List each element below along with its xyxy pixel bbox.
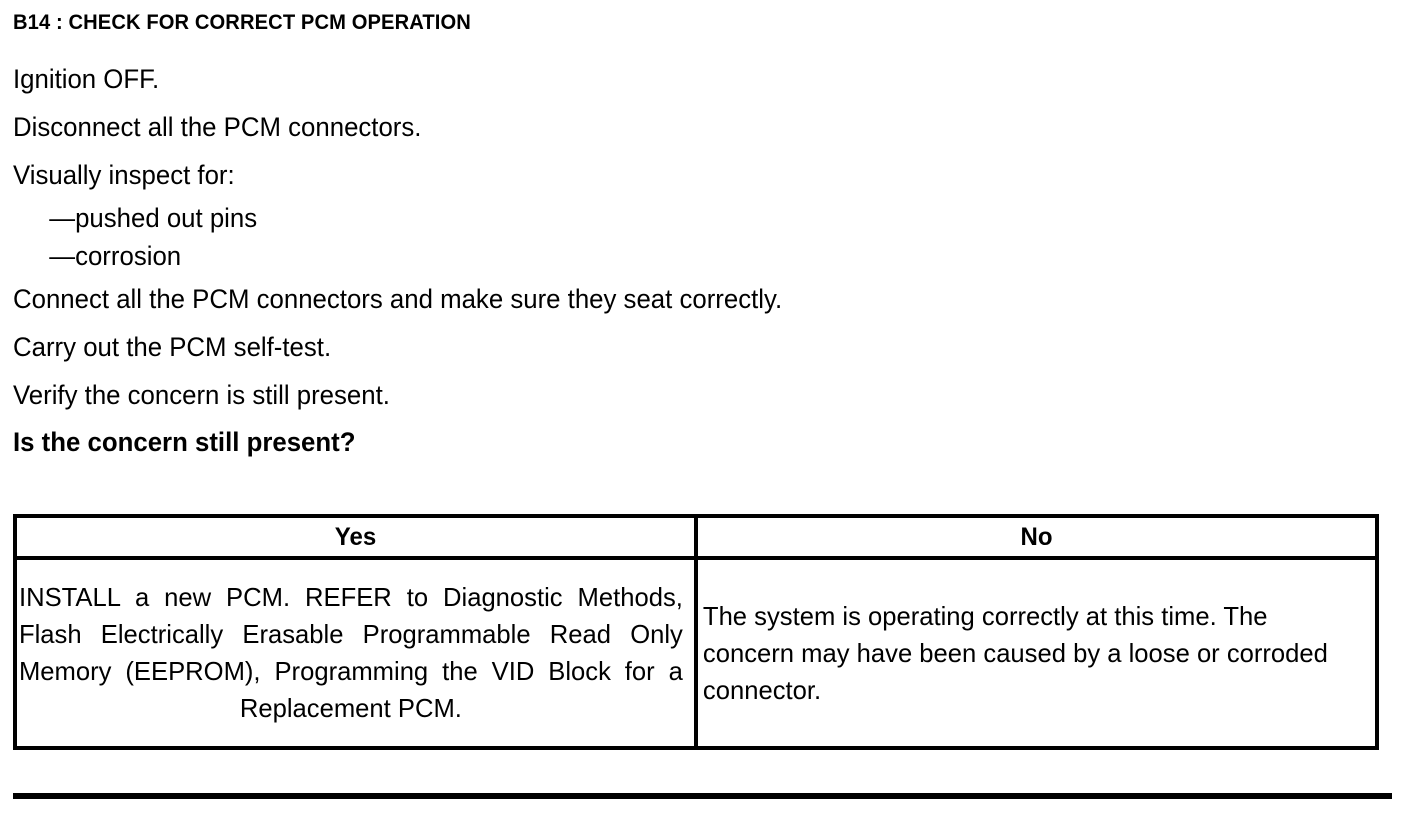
table-cell-no: The system is operating correctly at thi… (694, 556, 1379, 750)
table-header-no: No (707, 514, 1366, 560)
table-header-row: Yes No (15, 514, 1377, 560)
table-header-yes: Yes (26, 514, 685, 560)
instruction-line-4: Connect all the PCM connectors and make … (13, 284, 783, 314)
instruction-subitem-pushed-out-pins: —pushed out pins (49, 203, 258, 233)
table-row: INSTALL a new PCM. REFER to Diagnostic M… (13, 556, 1379, 750)
instruction-line-3: Visually inspect for: (13, 160, 235, 190)
table-cell-yes-text: INSTALL a new PCM. REFER to Diagnostic M… (18, 582, 683, 723)
instruction-line-5: Carry out the PCM self-test. (13, 332, 332, 362)
instruction-subitem-corrosion: —corrosion (49, 241, 182, 271)
section-divider-rule (13, 793, 1392, 799)
instruction-list: Ignition OFF. Disconnect all the PCM con… (13, 55, 1393, 466)
instruction-line-2: Disconnect all the PCM connectors. (13, 112, 422, 142)
decision-table: Yes No INSTALL a new PCM. REFER to Diagn… (13, 514, 1379, 750)
decision-question: Is the concern still present? (13, 427, 356, 457)
table-cell-yes: INSTALL a new PCM. REFER to Diagnostic M… (13, 556, 698, 750)
instruction-line-6: Verify the concern is still present. (13, 380, 390, 410)
instruction-line-1: Ignition OFF. (13, 64, 160, 94)
page-title: B14 : CHECK FOR CORRECT PCM OPERATION (13, 11, 471, 34)
table-cell-no-text: The system is operating correctly at thi… (702, 600, 1328, 705)
